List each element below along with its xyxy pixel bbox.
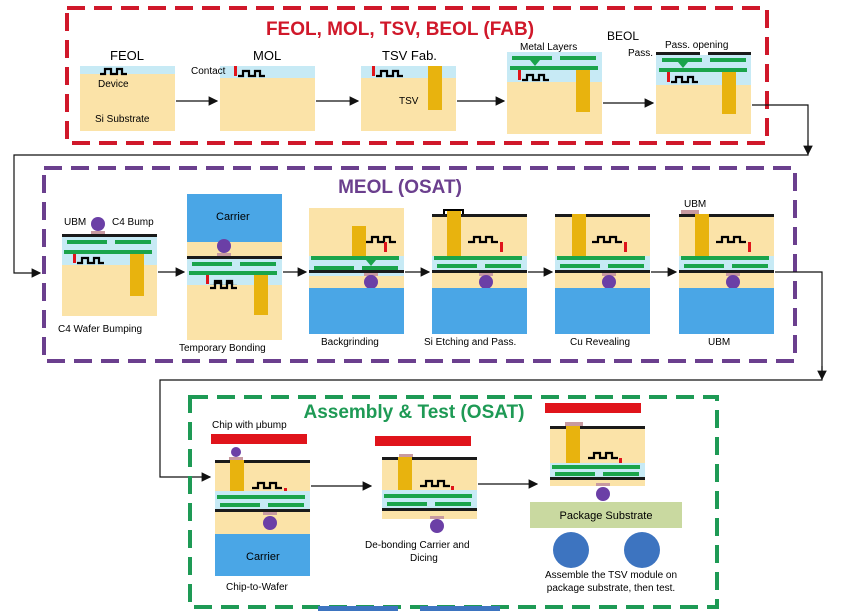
debond-label-line1: De-bonding Carrier and bbox=[365, 540, 470, 551]
si-substrate-label: Si Substrate bbox=[95, 114, 150, 125]
mol-label: MOL bbox=[253, 48, 281, 63]
temporary-bonding-wafer bbox=[187, 194, 282, 340]
fab-section-frame bbox=[65, 6, 769, 145]
beol-label: BEOL bbox=[607, 29, 639, 43]
fab-section-title: FEOL, MOL, TSV, BEOL (FAB) bbox=[266, 19, 534, 40]
c4-wafer-bumping-label: C4 Wafer Bumping bbox=[58, 324, 142, 335]
meol-section-frame bbox=[42, 166, 797, 363]
cu-revealing-wafer bbox=[555, 214, 650, 334]
tsv-fab-label: TSV Fab. bbox=[382, 48, 437, 63]
assemble-label-line2: package substrate, then test. bbox=[547, 583, 675, 594]
assembly-carrier-label: Carrier bbox=[246, 551, 280, 563]
contact-label: Contact bbox=[191, 66, 226, 77]
pass-label: Pass. bbox=[628, 48, 653, 59]
c4-bumping-wafer bbox=[62, 217, 157, 316]
bottom-partial-mark-right bbox=[420, 606, 500, 611]
si-etching-wafer bbox=[432, 209, 527, 334]
tsv-fab-wafer bbox=[361, 66, 456, 131]
feol-label: FEOL bbox=[110, 48, 144, 63]
backgrinding-wafer bbox=[309, 208, 404, 334]
assemble-label-line1: Assemble the TSV module on bbox=[545, 570, 677, 581]
feol-wafer bbox=[80, 66, 175, 131]
debonding-stack bbox=[375, 436, 477, 533]
debond-label-line2: Dicing bbox=[410, 553, 438, 564]
package-assembly-stack bbox=[530, 403, 682, 568]
chip-to-wafer-stack bbox=[211, 434, 310, 576]
device-label: Device bbox=[98, 79, 129, 90]
ubm-label: UBM bbox=[64, 217, 86, 228]
beol-wafer bbox=[656, 52, 751, 134]
backgrinding-label: Backgrinding bbox=[321, 337, 379, 348]
temporary-bonding-label: Temporary Bonding bbox=[179, 343, 266, 354]
connector-meol-assembly bbox=[159, 271, 823, 482]
cu-revealing-label: Cu Revealing bbox=[570, 337, 630, 348]
package-substrate-label: Package Substrate bbox=[560, 510, 653, 522]
connector-fab-meol bbox=[13, 104, 809, 278]
tsv-label: TSV bbox=[399, 96, 419, 107]
ubm-step-label: UBM bbox=[708, 337, 730, 348]
chip-to-wafer-label: Chip-to-Wafer bbox=[226, 582, 289, 593]
ubm-top-label: UBM bbox=[684, 199, 706, 210]
bottom-partial-mark-left bbox=[318, 606, 398, 611]
carrier-label: Carrier bbox=[216, 211, 250, 223]
chip-with-bump-label: Chip with μbump bbox=[212, 420, 287, 431]
pass-opening-label: Pass. opening bbox=[665, 40, 728, 51]
ubm-wafer bbox=[679, 210, 774, 334]
meol-section-title: MEOL (OSAT) bbox=[338, 177, 462, 198]
metal-layers-label: Metal Layers bbox=[520, 42, 577, 53]
assembly-section-title: Assembly & Test (OSAT) bbox=[303, 402, 524, 423]
mol-wafer bbox=[220, 66, 315, 131]
si-etching-label: Si Etching and Pass. bbox=[424, 337, 516, 348]
c4-bump-label: C4 Bump bbox=[112, 217, 154, 228]
metal-layers-wafer bbox=[507, 52, 602, 134]
